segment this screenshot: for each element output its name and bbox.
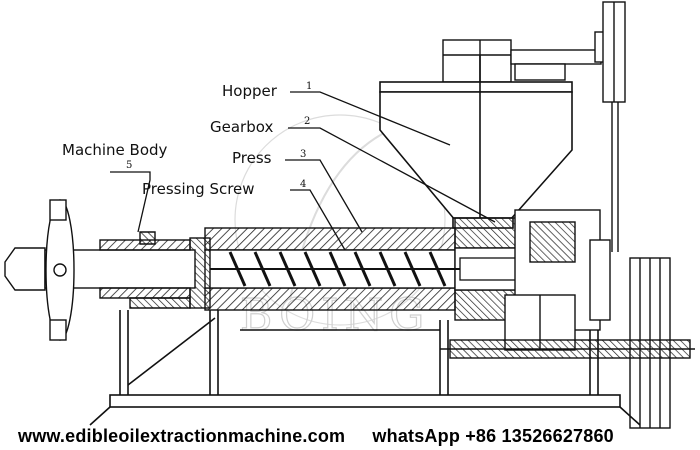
leader-lines <box>110 91 496 251</box>
callout-number-1: 1 <box>306 81 312 92</box>
machine-frame <box>89 310 641 426</box>
label-gearbox: Gearbox <box>210 118 273 136</box>
website-text: www.edibleoilextractionmachine.com <box>18 426 346 446</box>
callout-number-3: 3 <box>300 149 306 160</box>
label-press: Press <box>232 149 272 167</box>
gearbox <box>504 209 611 351</box>
adjust-shaft <box>4 199 196 341</box>
footer: www.edibleoilextractionmachine.com whats… <box>18 426 636 447</box>
label-machine-body: Machine Body <box>62 141 168 159</box>
drive-pulley <box>440 257 695 429</box>
callout-number-5: 5 <box>126 160 132 171</box>
label-hopper: Hopper <box>222 82 278 100</box>
whatsapp-text: whatsApp +86 13526627860 <box>372 426 614 446</box>
label-pressing-screw: Pressing Screw <box>142 180 255 198</box>
callout-number-4: 4 <box>300 179 306 190</box>
callout-number-2: 2 <box>304 116 310 127</box>
